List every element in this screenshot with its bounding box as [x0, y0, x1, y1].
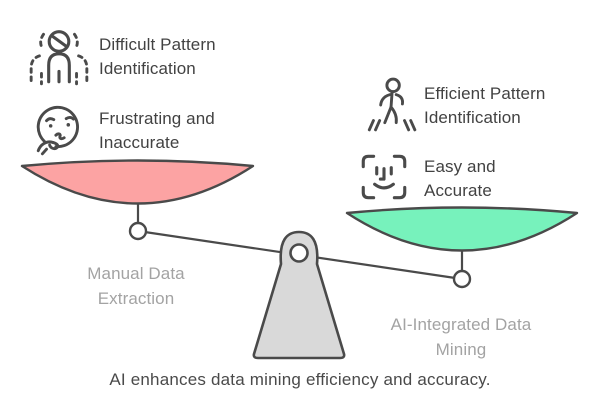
left-pan-label: Manual Data Extraction: [87, 264, 185, 308]
right-item-2-label: Easy and Accurate: [424, 157, 496, 200]
left-item-2-label: Frustrating and Inaccurate: [99, 109, 215, 152]
face-scan-icon: [361, 154, 407, 200]
right-beam-joint: [452, 269, 472, 289]
walking-person-icon: [367, 77, 417, 132]
right-pan: [345, 206, 579, 289]
fulcrum: [252, 230, 346, 360]
left-item-1-label: Difficult Pattern Identification: [99, 35, 216, 78]
right-pan-bowl: [345, 206, 579, 252]
left-beam-joint: [128, 221, 148, 241]
confused-face-icon: [36, 105, 79, 156]
left-pan-bowl: [20, 159, 255, 205]
diagram-caption: AI enhances data mining efficiency and a…: [109, 370, 491, 389]
fulcrum-pivot-hole: [289, 243, 309, 263]
right-pan-label: AI-Integrated Data Mining: [390, 315, 532, 359]
left-pan: [20, 159, 255, 241]
fulcrum-body: [252, 230, 346, 360]
obscured-person-icon: [29, 30, 89, 86]
right-item-1-label: Efficient Pattern Identification: [424, 84, 546, 127]
